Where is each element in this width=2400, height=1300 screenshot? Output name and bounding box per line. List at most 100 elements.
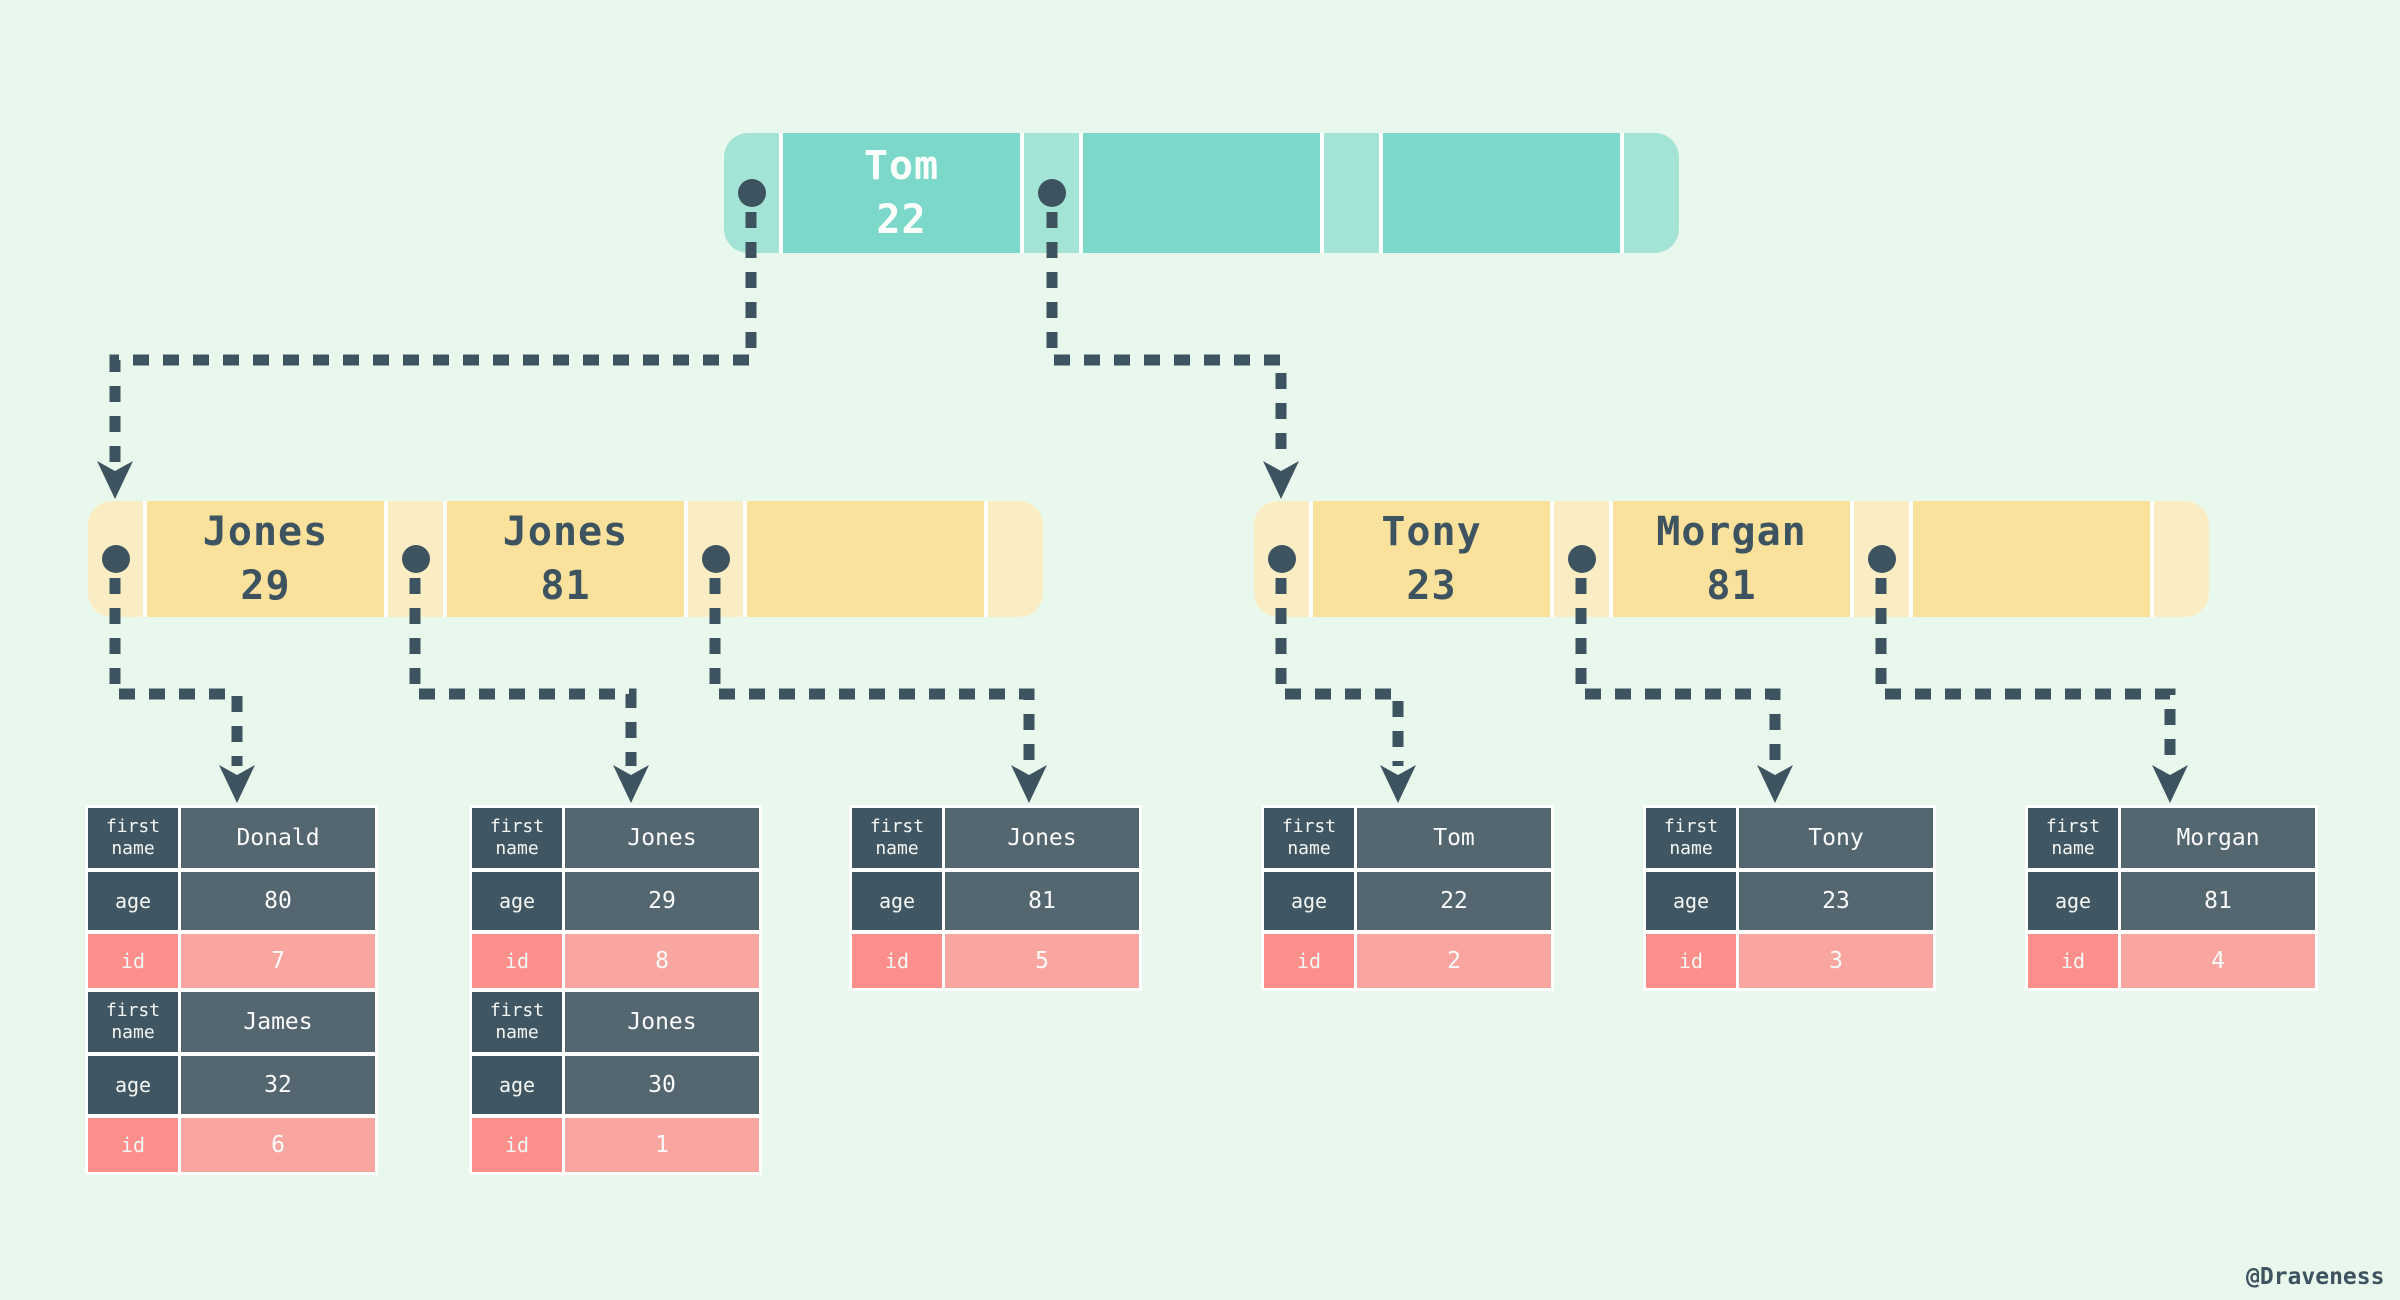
key-name: Tom — [863, 143, 940, 189]
record-row-id: id 2 — [1264, 934, 1551, 988]
record-row-age: age 81 — [852, 872, 1139, 930]
record-row-age: age 80 — [88, 872, 375, 930]
connector-root-to-left-node — [97, 212, 757, 499]
field-label: age — [2028, 872, 2118, 930]
field-value: 32 — [181, 1056, 375, 1114]
pointer-cell — [1324, 133, 1379, 253]
pointer-cell — [1554, 501, 1609, 617]
key-age: 23 — [1406, 563, 1457, 609]
record-row-id: id 8 — [472, 934, 759, 988]
field-value: 80 — [181, 872, 375, 930]
key-age: 22 — [876, 197, 927, 243]
arrow-head-icon — [97, 461, 133, 499]
field-label: id — [88, 934, 178, 988]
key-cell: Jones 81 — [447, 501, 684, 617]
field-value: 22 — [1357, 872, 1551, 930]
field-label: age — [1264, 872, 1354, 930]
field-value: 7 — [181, 934, 375, 988]
key-cell-empty — [1083, 133, 1320, 253]
field-value: Morgan — [2121, 808, 2315, 868]
btree-root-node: Tom 22 — [724, 133, 1679, 253]
key-cell: Jones 29 — [147, 501, 384, 617]
field-label: age — [88, 1056, 178, 1114]
field-label: id — [2028, 934, 2118, 988]
field-value: 81 — [2121, 872, 2315, 930]
arrow-head-icon — [1380, 765, 1416, 803]
field-value: 4 — [2121, 934, 2315, 988]
field-value: 3 — [1739, 934, 1933, 988]
field-value: 5 — [945, 934, 1139, 988]
pointer-dot-icon — [737, 179, 766, 207]
key-cell-empty — [1383, 133, 1620, 253]
pointer-cell — [724, 133, 779, 253]
record-row-id: id 4 — [2028, 934, 2315, 988]
record-row-id: id 7 — [88, 934, 375, 988]
key-age: 81 — [540, 563, 591, 609]
field-value: Tom — [1357, 808, 1551, 868]
pointer-dot-icon — [1867, 545, 1896, 573]
pointer-cell — [1854, 501, 1909, 617]
record-row-id: id 6 — [88, 1118, 375, 1172]
field-value: 2 — [1357, 934, 1551, 988]
field-label: age — [1646, 872, 1736, 930]
arrow-head-icon — [1263, 461, 1299, 499]
field-label: id — [472, 934, 562, 988]
field-value: Jones — [945, 808, 1139, 868]
pointer-dot-icon — [401, 545, 430, 573]
pointer-cell — [2154, 501, 2209, 617]
field-value: 81 — [945, 872, 1139, 930]
author-watermark: @Draveness — [2246, 1264, 2385, 1290]
field-value: 6 — [181, 1118, 375, 1172]
key-cell: Tom 22 — [783, 133, 1020, 253]
pointer-cell — [988, 501, 1043, 617]
field-label: id — [852, 934, 942, 988]
field-label: age — [472, 1056, 562, 1114]
field-value: Donald — [181, 808, 375, 868]
field-value: 23 — [1739, 872, 1933, 930]
connector-root-to-right-node — [1046, 212, 1299, 499]
record-row-id: id 1 — [472, 1118, 759, 1172]
field-value: James — [181, 992, 375, 1052]
pointer-cell — [1024, 133, 1079, 253]
record-row-id: id 3 — [1646, 934, 1933, 988]
field-label: id — [1646, 934, 1736, 988]
field-label: id — [88, 1118, 178, 1172]
record-row-id: id 5 — [852, 934, 1139, 988]
field-label: age — [472, 872, 562, 930]
record-row-age: age 23 — [1646, 872, 1933, 930]
field-value: Jones — [565, 808, 759, 868]
key-cell: Morgan 81 — [1613, 501, 1850, 617]
field-label: age — [88, 872, 178, 930]
field-label: id — [1264, 934, 1354, 988]
pointer-cell — [88, 501, 143, 617]
field-value: 1 — [565, 1118, 759, 1172]
key-age: 29 — [240, 563, 291, 609]
key-name: Morgan — [1656, 509, 1807, 555]
arrow-head-icon — [1757, 765, 1793, 803]
field-value: Tony — [1739, 808, 1933, 868]
field-value: Jones — [565, 992, 759, 1052]
key-cell-empty — [1913, 501, 2150, 617]
btree-left-node: Jones 29 Jones 81 — [88, 501, 1043, 617]
key-age: 81 — [1706, 563, 1757, 609]
pointer-cell — [1624, 133, 1679, 253]
pointer-cell — [1254, 501, 1309, 617]
